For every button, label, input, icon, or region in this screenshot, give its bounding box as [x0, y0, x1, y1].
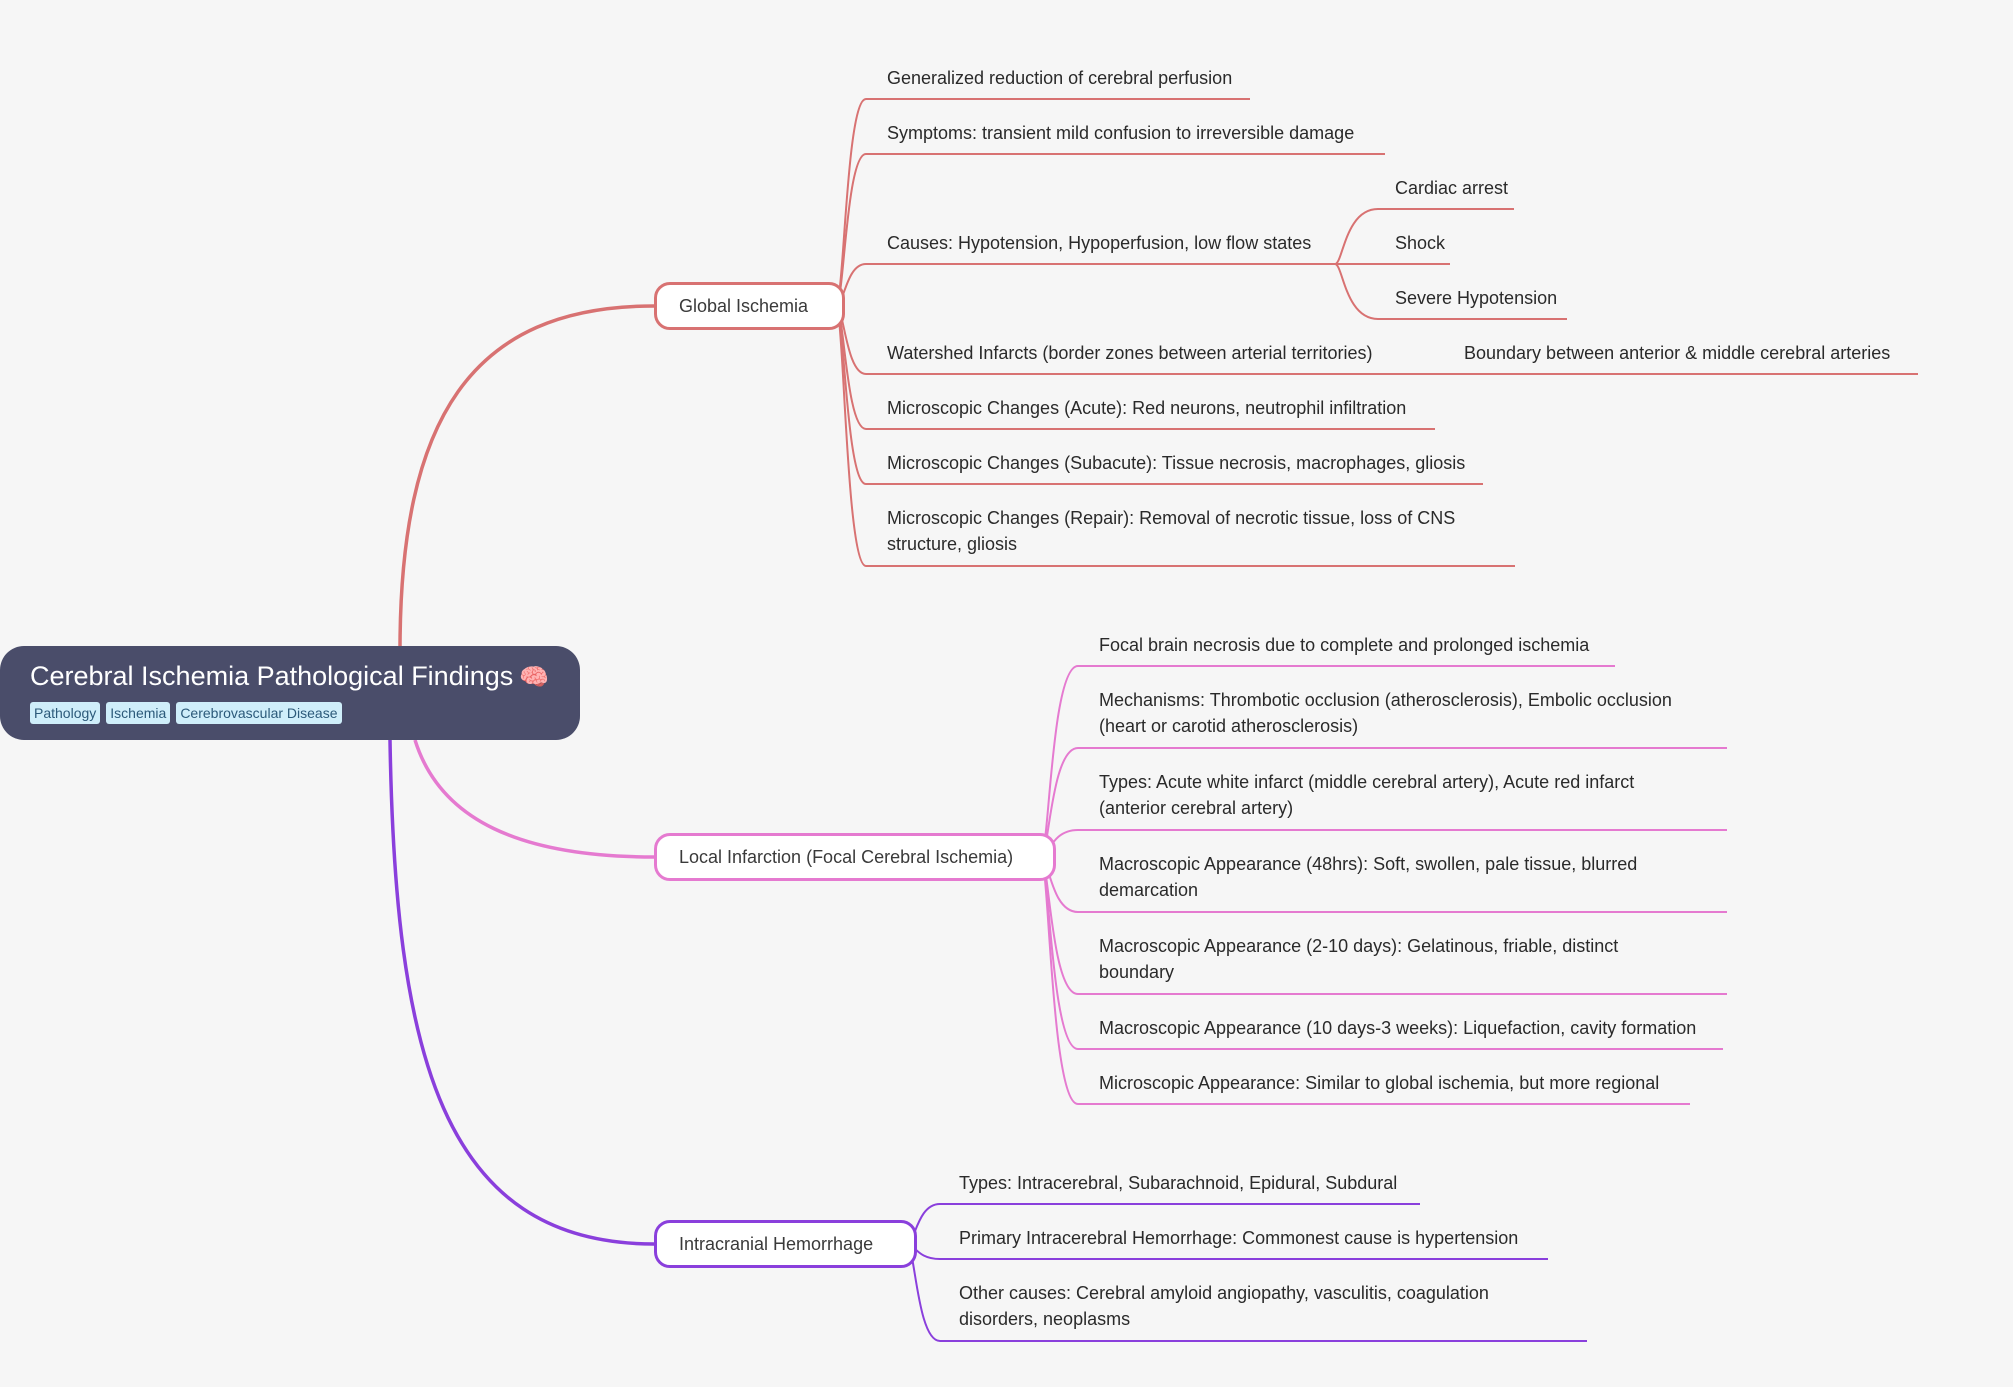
leaf-macroscopic-10-days-3-weeks[interactable]: Macroscopic Appearance (10 days-3 weeks)…	[1099, 1018, 1697, 1038]
leaf-focal-brain-necrosis[interactable]: Focal brain necrosis due to complete and…	[1099, 635, 1590, 655]
leaf-macroscopic-2-10-days-line1: Macroscopic Appearance (2-10 days): Gela…	[1099, 936, 1619, 956]
leaf-macroscopic-2-10-days-line2: boundary	[1099, 962, 1175, 982]
tag-pathology[interactable]: Pathology	[30, 702, 101, 724]
connector-causes-sub-2	[1334, 263, 1567, 320]
branch-global-ischemia[interactable]: Global Ischemia	[654, 282, 845, 330]
branch-intracranial-hemorrhage[interactable]: Intracranial Hemorrhage	[654, 1220, 917, 1268]
connector-root-local	[413, 739, 655, 859]
leaf-microscopic-appearance[interactable]: Microscopic Appearance: Similar to globa…	[1099, 1073, 1660, 1093]
leaf-hemorrhage-types[interactable]: Types: Intracerebral, Subarachnoid, Epid…	[959, 1173, 1398, 1193]
leaf-microscopic-repair-line1: Microscopic Changes (Repair): Removal of…	[887, 508, 1456, 528]
leaf-shock[interactable]: Shock	[1395, 233, 1446, 253]
leaf-macroscopic-2-10-days[interactable]: Macroscopic Appearance (2-10 days): Gela…	[1099, 933, 1618, 985]
leaf-cardiac-arrest[interactable]: Cardiac arrest	[1395, 178, 1509, 198]
leaf-microscopic-acute[interactable]: Microscopic Changes (Acute): Red neurons…	[887, 398, 1407, 418]
leaf-types-infarct-line1: Types: Acute white infarct (middle cereb…	[1099, 772, 1635, 792]
leaf-watershed-infarcts[interactable]: Watershed Infarcts (border zones between…	[887, 343, 1373, 363]
connector-causes-sub-0	[1334, 208, 1514, 265]
leaf-microscopic-repair-line2: structure, gliosis	[887, 534, 1018, 554]
leaf-mechanisms-line2: (heart or carotid atherosclerosis)	[1099, 716, 1359, 736]
leaf-macroscopic-48hrs[interactable]: Macroscopic Appearance (48hrs): Soft, sw…	[1099, 851, 1637, 903]
leaf-primary-intracerebral[interactable]: Primary Intracerebral Hemorrhage: Common…	[959, 1228, 1519, 1248]
leaf-microscopic-repair[interactable]: Microscopic Changes (Repair): Removal of…	[887, 505, 1455, 557]
leaf-other-causes-line1: Other causes: Cerebral amyloid angiopath…	[959, 1283, 1489, 1303]
connector-root-global	[398, 304, 655, 651]
leaf-causes[interactable]: Causes: Hypotension, Hypoperfusion, low …	[887, 233, 1312, 253]
connector-root-hemorrhage	[388, 739, 655, 1246]
brain-icon: 🧠	[519, 664, 550, 691]
leaf-types-infarct[interactable]: Types: Acute white infarct (middle cereb…	[1099, 769, 1634, 821]
root-title-text: Cerebral Ischemia Pathological Findings	[30, 661, 514, 691]
leaf-macroscopic-48hrs-line1: Macroscopic Appearance (48hrs): Soft, sw…	[1099, 854, 1638, 874]
branch-local-infarction[interactable]: Local Infarction (Focal Cerebral Ischemi…	[654, 833, 1056, 881]
leaf-severe-hypotension[interactable]: Severe Hypotension	[1395, 288, 1558, 308]
leaf-macroscopic-48hrs-line2: demarcation	[1099, 880, 1199, 900]
leaf-other-causes-line2: disorders, neoplasms	[959, 1309, 1131, 1329]
connector-global-leaf-2	[835, 263, 1335, 307]
leaf-generalized-reduction[interactable]: Generalized reduction of cerebral perfus…	[887, 68, 1233, 88]
leaf-types-infarct-line2: (anterior cerebral artery)	[1099, 798, 1294, 818]
tag-ischemia[interactable]: Ischemia	[106, 702, 171, 724]
leaf-mechanisms[interactable]: Mechanisms: Thrombotic occlusion (athero…	[1099, 687, 1672, 739]
root-topic[interactable]: Cerebral Ischemia Pathological Findings🧠…	[0, 646, 580, 740]
tag-list: Pathology Ischemia Cerebrovascular Disea…	[30, 702, 580, 724]
leaf-microscopic-subacute[interactable]: Microscopic Changes (Subacute): Tissue n…	[887, 453, 1466, 473]
leaf-symptoms[interactable]: Symptoms: transient mild confusion to ir…	[887, 123, 1355, 143]
tag-cerebrovascular-disease[interactable]: Cerebrovascular Disease	[176, 702, 342, 724]
leaf-boundary-anterior-middle[interactable]: Boundary between anterior & middle cereb…	[1464, 343, 1891, 363]
leaf-other-causes[interactable]: Other causes: Cerebral amyloid angiopath…	[959, 1280, 1489, 1332]
root-title: Cerebral Ischemia Pathological Findings🧠	[30, 658, 580, 696]
leaf-mechanisms-line1: Mechanisms: Thrombotic occlusion (athero…	[1099, 690, 1672, 710]
